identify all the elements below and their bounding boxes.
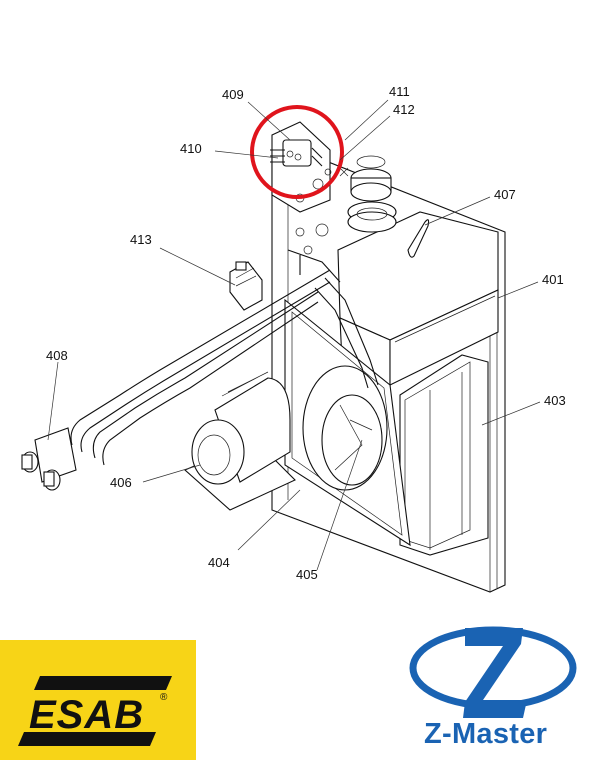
fan-shroud [284, 298, 411, 547]
callout-413: 413 [130, 232, 152, 247]
zmaster-z-mark [463, 628, 527, 718]
callout-410: 410 [180, 141, 202, 156]
esab-top-bar [34, 676, 172, 690]
zmaster-wordmark: Z-Master [424, 718, 548, 750]
esab-wordmark: ESAB [29, 693, 144, 737]
callout-404: 404 [208, 555, 230, 570]
callout-411: 411 [389, 84, 410, 99]
esab-logo: ESAB ® [0, 640, 196, 760]
heat-exchanger [399, 354, 489, 556]
highlight-circle [250, 105, 344, 199]
hose-coupling [21, 427, 77, 491]
callout-403: 403 [544, 393, 566, 408]
callout-401: 401 [542, 272, 564, 287]
callout-408: 408 [46, 348, 68, 363]
callout-409: 409 [222, 87, 244, 102]
coolant-tank [337, 155, 499, 386]
relay-bracket [270, 121, 349, 255]
callout-labels: 409 410 411 412 413 407 401 408 403 406 … [46, 84, 566, 582]
esab-bottom-bar [18, 732, 156, 746]
zmaster-logo [409, 626, 577, 718]
leader-lines [47, 99, 541, 571]
callout-405: 405 [296, 567, 318, 582]
hoses [70, 249, 379, 466]
callout-407: 407 [494, 187, 516, 202]
callout-412: 412 [393, 102, 415, 117]
callout-406: 406 [110, 475, 132, 490]
pump-motor [183, 371, 296, 511]
esab-registered-mark: ® [160, 692, 168, 703]
flow-switch [229, 261, 263, 311]
